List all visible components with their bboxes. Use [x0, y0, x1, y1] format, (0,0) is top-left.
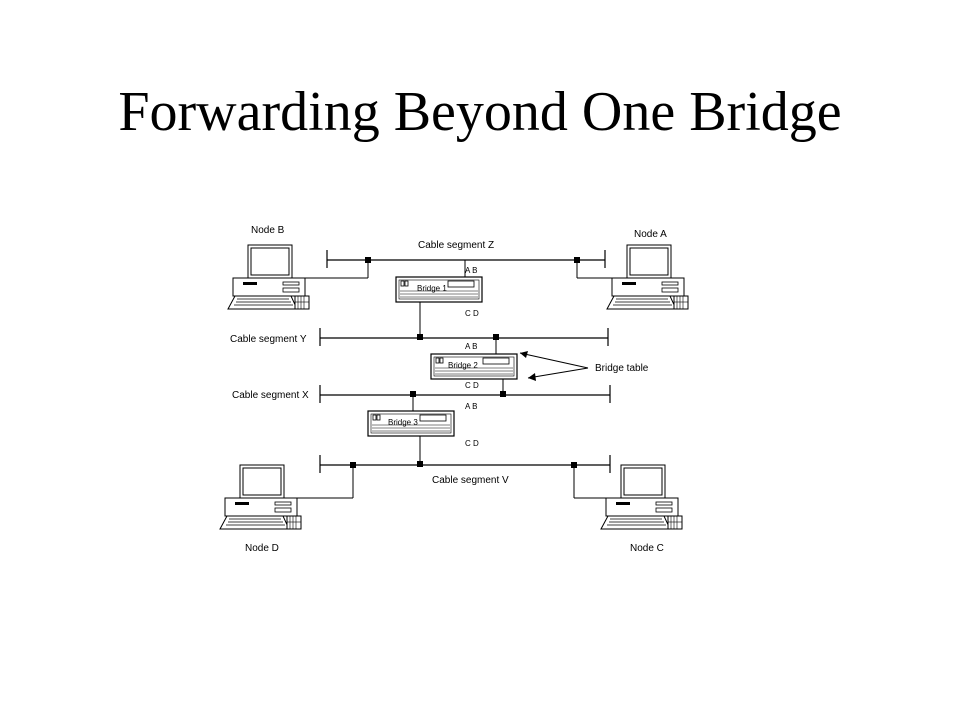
slide-title: Forwarding Beyond One Bridge [118, 81, 842, 143]
computer-icon [219, 464, 302, 530]
node-c-label: Node C [630, 543, 664, 554]
cable-segment-x-label: Cable segment X [232, 390, 309, 401]
computer-icon [600, 464, 683, 530]
computer-icon [606, 244, 689, 310]
bridge-2-bottom-ports: C D [465, 381, 479, 390]
bridge-2-top-ports: A B [465, 342, 477, 351]
bridge-2-name: Bridge 2 [448, 361, 478, 370]
cable-segment-y-label: Cable segment Y [230, 334, 307, 345]
node-a-label: Node A [634, 229, 667, 240]
bridge-table-label: Bridge table [595, 363, 649, 374]
cable-segment-v-label: Cable segment V [432, 475, 509, 486]
computer-icon [227, 244, 310, 310]
cable-segment-z-label: Cable segment Z [418, 240, 494, 251]
node-b-label: Node B [251, 225, 285, 236]
bridge-3-name: Bridge 3 [388, 418, 418, 427]
bridge-3-top-ports: A B [465, 402, 477, 411]
bridge-table-arrow-icon [519, 352, 589, 369]
node-d-label: Node D [245, 543, 279, 554]
bridge-1-bottom-ports: C D [465, 309, 479, 318]
bridge-table-arrow-icon [527, 367, 589, 379]
bridge-3-bottom-ports: C D [465, 439, 479, 448]
bridge-1-name: Bridge 1 [417, 284, 447, 293]
bridge-1-top-ports: A B [465, 266, 477, 275]
